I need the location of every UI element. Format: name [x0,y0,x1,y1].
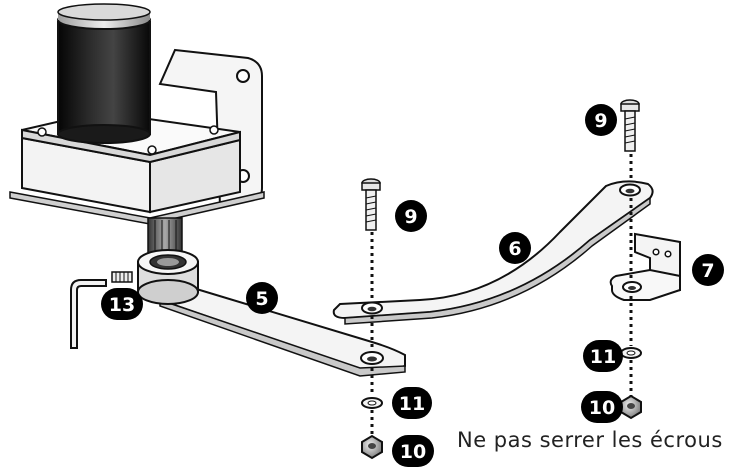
bracket-7 [609,232,681,301]
nut-left [361,434,383,460]
motor-cylinder-bottom [57,124,151,144]
part-badge-10-right: 10 [581,391,623,423]
part-number-11-right: 11 [590,346,616,368]
part-number-9-left: 9 [404,206,417,228]
nut-right [620,394,642,420]
arm-6 [332,180,654,325]
part-badge-13: 13 [101,288,143,320]
bolt-left [361,178,381,231]
part-number-10-right: 10 [589,397,615,419]
hex-key [70,279,107,349]
hub [137,249,199,305]
part-badge-10-left: 10 [392,435,434,467]
assembly-axis [370,154,633,434]
motor-assembly [9,3,265,225]
lid-screw [147,145,157,155]
arm-5 [159,276,406,377]
part-badge-7: 7 [692,254,724,286]
part-badge-11-left: 11 [392,387,432,419]
part-number-7: 7 [701,260,714,282]
part-number-6: 6 [508,238,521,260]
washer-left [361,397,383,409]
part-badge-11-right: 11 [583,340,623,372]
part-number-13: 13 [109,294,135,316]
part-badge-9-right: 9 [585,104,617,136]
bracket-hole [236,69,250,83]
part-badge-5: 5 [246,282,278,314]
assembly-note: Ne pas serrer les écrous [457,428,723,452]
part-number-10-left: 10 [400,441,426,463]
part-number-11-left: 11 [399,393,425,415]
part-badge-6: 6 [499,232,531,264]
washer-right [620,347,642,359]
part-badge-9-left: 9 [395,200,427,232]
lid-screw [209,125,219,135]
part-number-9-right: 9 [594,110,607,132]
set-screw [111,271,133,283]
part-number-5: 5 [255,288,268,310]
bolt-right [620,99,640,152]
lid-screw [37,127,47,137]
motor-cylinder [57,21,151,135]
